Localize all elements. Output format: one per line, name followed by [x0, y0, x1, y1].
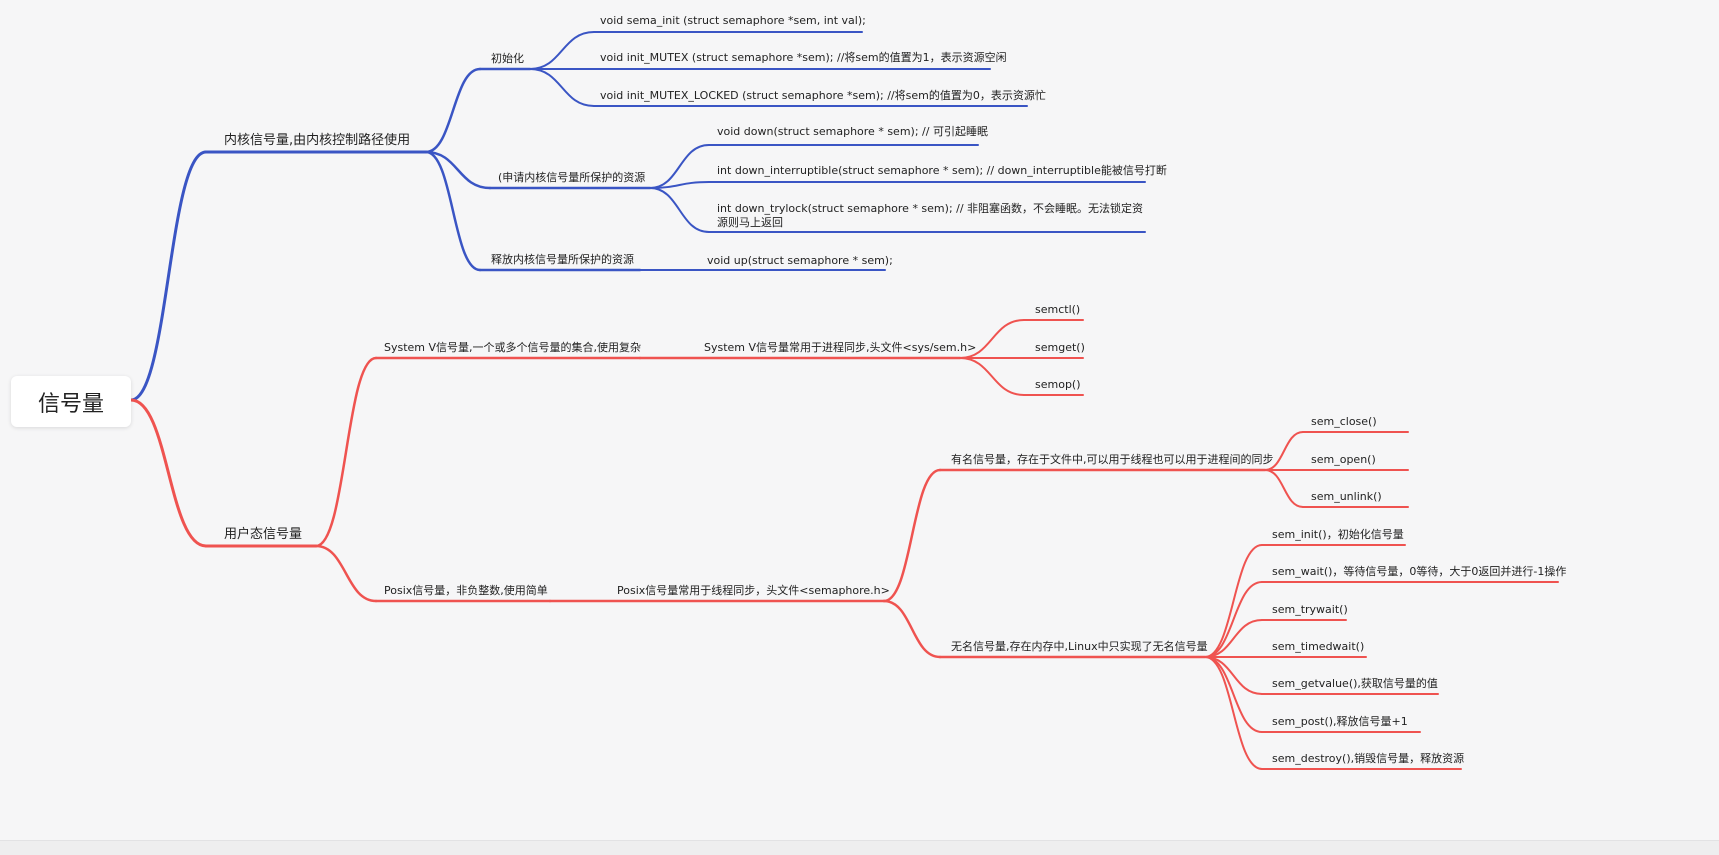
- root-node-label: 信号量: [37, 391, 104, 417]
- node-kernel-acquire-item[interactable]: void down(struct semaphore * sem); // 可引…: [717, 125, 988, 138]
- connector-line: [424, 150, 492, 190]
- connector-line: [424, 150, 482, 272]
- connector-line: [649, 187, 710, 233]
- connector-line: [314, 544, 378, 603]
- connector-line: [649, 144, 710, 189]
- connector-line: [1204, 581, 1263, 658]
- connector-line: [959, 319, 1025, 359]
- connector-line: [129, 398, 208, 548]
- node-unnamed-item[interactable]: sem_post(),释放信号量+1: [1272, 715, 1408, 728]
- node-sysv-item[interactable]: semctl(): [1035, 303, 1081, 316]
- node-kernel-release[interactable]: 释放内核信号量所保护的资源: [491, 253, 634, 266]
- connector-line: [129, 150, 208, 402]
- node-kernel-semaphore[interactable]: 内核信号量,由内核控制路径使用: [224, 133, 411, 148]
- node-unnamed-item[interactable]: sem_init()，初始化信号量: [1272, 528, 1404, 541]
- node-posix[interactable]: Posix信号量，非负整数,使用简单: [384, 584, 548, 597]
- node-posix-child[interactable]: Posix信号量常用于线程同步，头文件<semaphore.h>: [617, 584, 890, 597]
- connector-line: [649, 181, 710, 189]
- connector-line: [959, 357, 1025, 396]
- connector-line: [882, 599, 942, 659]
- connector-line: [314, 356, 378, 548]
- connector-line: [882, 468, 942, 603]
- node-sysv-item[interactable]: semget(): [1035, 341, 1085, 354]
- node-unnamed-item[interactable]: sem_timedwait(): [1272, 640, 1365, 653]
- node-user-semaphore[interactable]: 用户态信号量: [224, 527, 303, 542]
- node-kernel-acquire-item[interactable]: int down_interruptible(struct semaphore …: [717, 164, 1167, 177]
- node-kernel-acquire-item[interactable]: int down_trylock(struct semaphore * sem)…: [717, 202, 1144, 229]
- node-named-semaphore[interactable]: 有名信号量，存在于文件中,可以用于线程也可以用于进程间的同步: [951, 453, 1274, 466]
- connector-line: [1264, 431, 1304, 471]
- connector-line: [1204, 656, 1263, 695]
- node-unnamed-item[interactable]: sem_getvalue(),获取信号量的值: [1272, 677, 1438, 690]
- node-named-item[interactable]: sem_open(): [1311, 453, 1376, 466]
- bottom-scroll-area: [0, 840, 1719, 855]
- node-unnamed-item[interactable]: sem_wait()，等待信号量，0等待，大于0返回并进行-1操作: [1272, 565, 1567, 578]
- connector-line: [424, 67, 482, 154]
- node-kernel-init-item[interactable]: void init_MUTEX_LOCKED (struct semaphore…: [600, 89, 1046, 102]
- node-sysv-child[interactable]: System V信号量常用于进程同步,头文件<sys/sem.h>: [704, 341, 977, 354]
- connector-line: [1204, 656, 1263, 770]
- node-unnamed-semaphore[interactable]: 无名信号量,存在内存中,Linux中只实现了无名信号量: [951, 640, 1208, 653]
- connector-line: [1264, 469, 1304, 508]
- node-kernel-init-item[interactable]: void sema_init (struct semaphore *sem, i…: [600, 14, 866, 27]
- connector-line: [529, 68, 595, 107]
- connector-line: [1204, 544, 1263, 658]
- node-kernel-init-item[interactable]: void init_MUTEX (struct semaphore *sem);…: [600, 51, 1007, 64]
- node-named-item[interactable]: sem_unlink(): [1311, 490, 1382, 503]
- node-kernel-release-item[interactable]: void up(struct semaphore * sem);: [707, 254, 893, 267]
- root-node[interactable]: 信号量: [11, 376, 131, 427]
- node-named-item[interactable]: sem_close(): [1311, 415, 1377, 428]
- node-kernel-init[interactable]: 初始化: [491, 52, 524, 65]
- node-kernel-acquire[interactable]: (申请内核信号量所保护的资源: [498, 171, 646, 184]
- connector-line: [1204, 619, 1263, 658]
- connector-line: [529, 31, 595, 70]
- connector-line: [1204, 656, 1263, 733]
- node-sysv[interactable]: System V信号量,一个或多个信号量的集合,使用复杂: [384, 341, 642, 354]
- node-unnamed-item[interactable]: sem_trywait(): [1272, 603, 1348, 616]
- node-unnamed-item[interactable]: sem_destroy(),销毁信号量，释放资源: [1272, 752, 1465, 765]
- node-sysv-item[interactable]: semop(): [1035, 378, 1081, 391]
